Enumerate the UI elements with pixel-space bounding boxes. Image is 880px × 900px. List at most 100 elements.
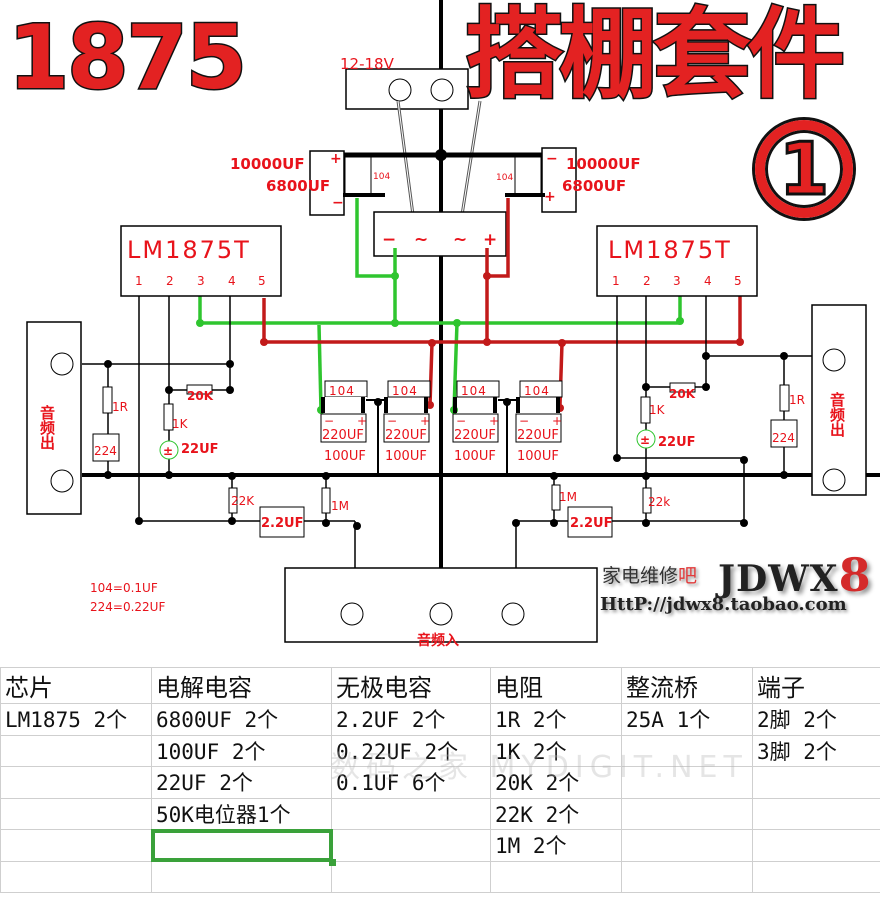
table-row: 50K电位器1个 22K 2个: [0, 797, 880, 830]
svg-text:100UF: 100UF: [517, 449, 559, 464]
table-cell[interactable]: 1R 2个: [490, 703, 622, 736]
power-pin-icon: [430, 78, 454, 102]
table-cell[interactable]: [621, 797, 753, 830]
table-cell[interactable]: [621, 829, 753, 862]
table-cell[interactable]: 2脚 2个: [752, 703, 880, 736]
table-header-row: 芯片 电解电容 无极电容 电阻 整流桥 端子: [0, 667, 880, 704]
decoupling-caps: 104 − + 220UF 100UF 104 − + 220UF 100UF …: [320, 380, 563, 464]
header-cell[interactable]: 芯片: [0, 667, 152, 704]
table-cell[interactable]: 1K 2个: [490, 734, 622, 767]
svg-text:104: 104: [496, 173, 513, 183]
table-cell[interactable]: 25A 1个: [621, 703, 753, 736]
table-cell[interactable]: [0, 766, 152, 799]
table-cell[interactable]: [0, 860, 152, 893]
table-cell[interactable]: [752, 860, 880, 893]
table-row: 22UF 2个 0.1UF 6个 20K 2个: [0, 766, 880, 799]
table-cell[interactable]: [490, 860, 622, 893]
title-circled-number: 1: [755, 120, 853, 218]
svg-text:+: +: [489, 414, 499, 428]
svg-text:+: +: [483, 230, 497, 250]
svg-text:10000UF: 10000UF: [230, 155, 305, 173]
svg-text:20K: 20K: [669, 387, 696, 401]
svg-text:±: ±: [163, 444, 173, 458]
right-filter-cap: [541, 147, 577, 213]
svg-text:1R: 1R: [112, 400, 128, 414]
svg-text:20K: 20K: [187, 389, 214, 403]
header-cell[interactable]: 端子: [752, 667, 880, 704]
table-cell[interactable]: 3脚 2个: [752, 734, 880, 767]
svg-text:4: 4: [228, 274, 236, 288]
svg-text:+: +: [544, 189, 556, 205]
svg-text:2: 2: [166, 274, 174, 288]
svg-text:104: 104: [392, 384, 418, 398]
table-cell[interactable]: [331, 860, 491, 893]
svg-text:22k: 22k: [648, 495, 670, 509]
svg-text:4: 4: [704, 274, 712, 288]
table-cell[interactable]: 1M 2个: [490, 829, 622, 862]
svg-text:1: 1: [135, 274, 143, 288]
svg-text:3: 3: [673, 274, 681, 288]
table-cell[interactable]: [752, 829, 880, 862]
svg-text:−: −: [382, 230, 396, 250]
table-cell[interactable]: 22K 2个: [490, 797, 622, 830]
table-cell[interactable]: [0, 829, 152, 862]
svg-text:6800UF: 6800UF: [562, 177, 626, 195]
table-cell[interactable]: [621, 766, 753, 799]
table-cell[interactable]: [331, 829, 491, 862]
svg-text:22UF: 22UF: [658, 435, 696, 450]
watermark-url: HttP://jdwx8.taobao.com: [600, 594, 847, 615]
svg-text:3: 3: [197, 274, 205, 288]
svg-text:100UF: 100UF: [385, 449, 427, 464]
left-filter-cap: [309, 150, 345, 216]
table-cell[interactable]: [0, 734, 152, 767]
svg-text:LM1875T: LM1875T: [608, 236, 732, 264]
header-cell[interactable]: 整流桥: [621, 667, 753, 704]
table-cell[interactable]: 0.1UF 6个: [331, 766, 491, 799]
svg-text:1R: 1R: [789, 393, 805, 407]
note-104: 104=0.1UF: [90, 581, 158, 595]
parts-table: 芯片 电解电容 无极电容 电阻 整流桥 端子 LM1875 2个 6800UF …: [0, 667, 880, 900]
table-cell[interactable]: 6800UF 2个: [151, 703, 332, 736]
audio-input-label: 音频入: [417, 632, 459, 649]
header-cell[interactable]: 电解电容: [151, 667, 332, 704]
svg-text:5: 5: [258, 274, 266, 288]
table-cell[interactable]: [151, 860, 332, 893]
table-cell[interactable]: 100UF 2个: [151, 734, 332, 767]
watermark-site-name: 家电维修吧: [602, 565, 698, 587]
svg-text:1: 1: [612, 274, 620, 288]
table-cell[interactable]: 20K 2个: [490, 766, 622, 799]
table-cell[interactable]: [752, 797, 880, 830]
header-cell[interactable]: 无极电容: [331, 667, 491, 704]
svg-text:220UF: 220UF: [385, 428, 427, 443]
schematic-svg: 12-18V 10000UF 6800UF + − 104 10000UF 68…: [26, 0, 880, 649]
svg-text:220UF: 220UF: [517, 428, 559, 443]
table-cell[interactable]: 50K电位器1个: [151, 797, 332, 830]
svg-text:104: 104: [373, 172, 390, 182]
table-row: LM1875 2个 6800UF 2个 2.2UF 2个 1R 2个 25A 1…: [0, 703, 880, 736]
table-cell[interactable]: 2.2UF 2个: [331, 703, 491, 736]
left-output-label: 音频出: [38, 404, 56, 451]
right-output-label: 音频出: [828, 391, 846, 438]
svg-text:−: −: [519, 414, 529, 428]
svg-text:224: 224: [772, 431, 795, 445]
table-cell[interactable]: [621, 734, 753, 767]
svg-text:100UF: 100UF: [454, 449, 496, 464]
bridge-rectifier: [373, 211, 507, 257]
table-cell[interactable]: LM1875 2个: [0, 703, 152, 736]
table-cell[interactable]: 0.22UF 2个: [331, 734, 491, 767]
table-cell[interactable]: [0, 797, 152, 830]
svg-text:2.2UF: 2.2UF: [261, 516, 303, 531]
table-cell[interactable]: [621, 860, 753, 893]
svg-text:±: ±: [640, 433, 650, 447]
table-cell[interactable]: 22UF 2个: [151, 766, 332, 799]
left-chip: [120, 225, 282, 297]
title-model-number: 1875: [7, 6, 249, 109]
header-cell[interactable]: 电阻: [490, 667, 622, 704]
table-cell[interactable]: [752, 766, 880, 799]
svg-text:6800UF: 6800UF: [266, 177, 330, 195]
table-cell[interactable]: [331, 797, 491, 830]
svg-text:10000UF: 10000UF: [566, 155, 641, 173]
svg-text:1M: 1M: [331, 499, 349, 513]
selected-cell[interactable]: [150, 828, 337, 866]
table-row: 1M 2个: [0, 828, 880, 866]
